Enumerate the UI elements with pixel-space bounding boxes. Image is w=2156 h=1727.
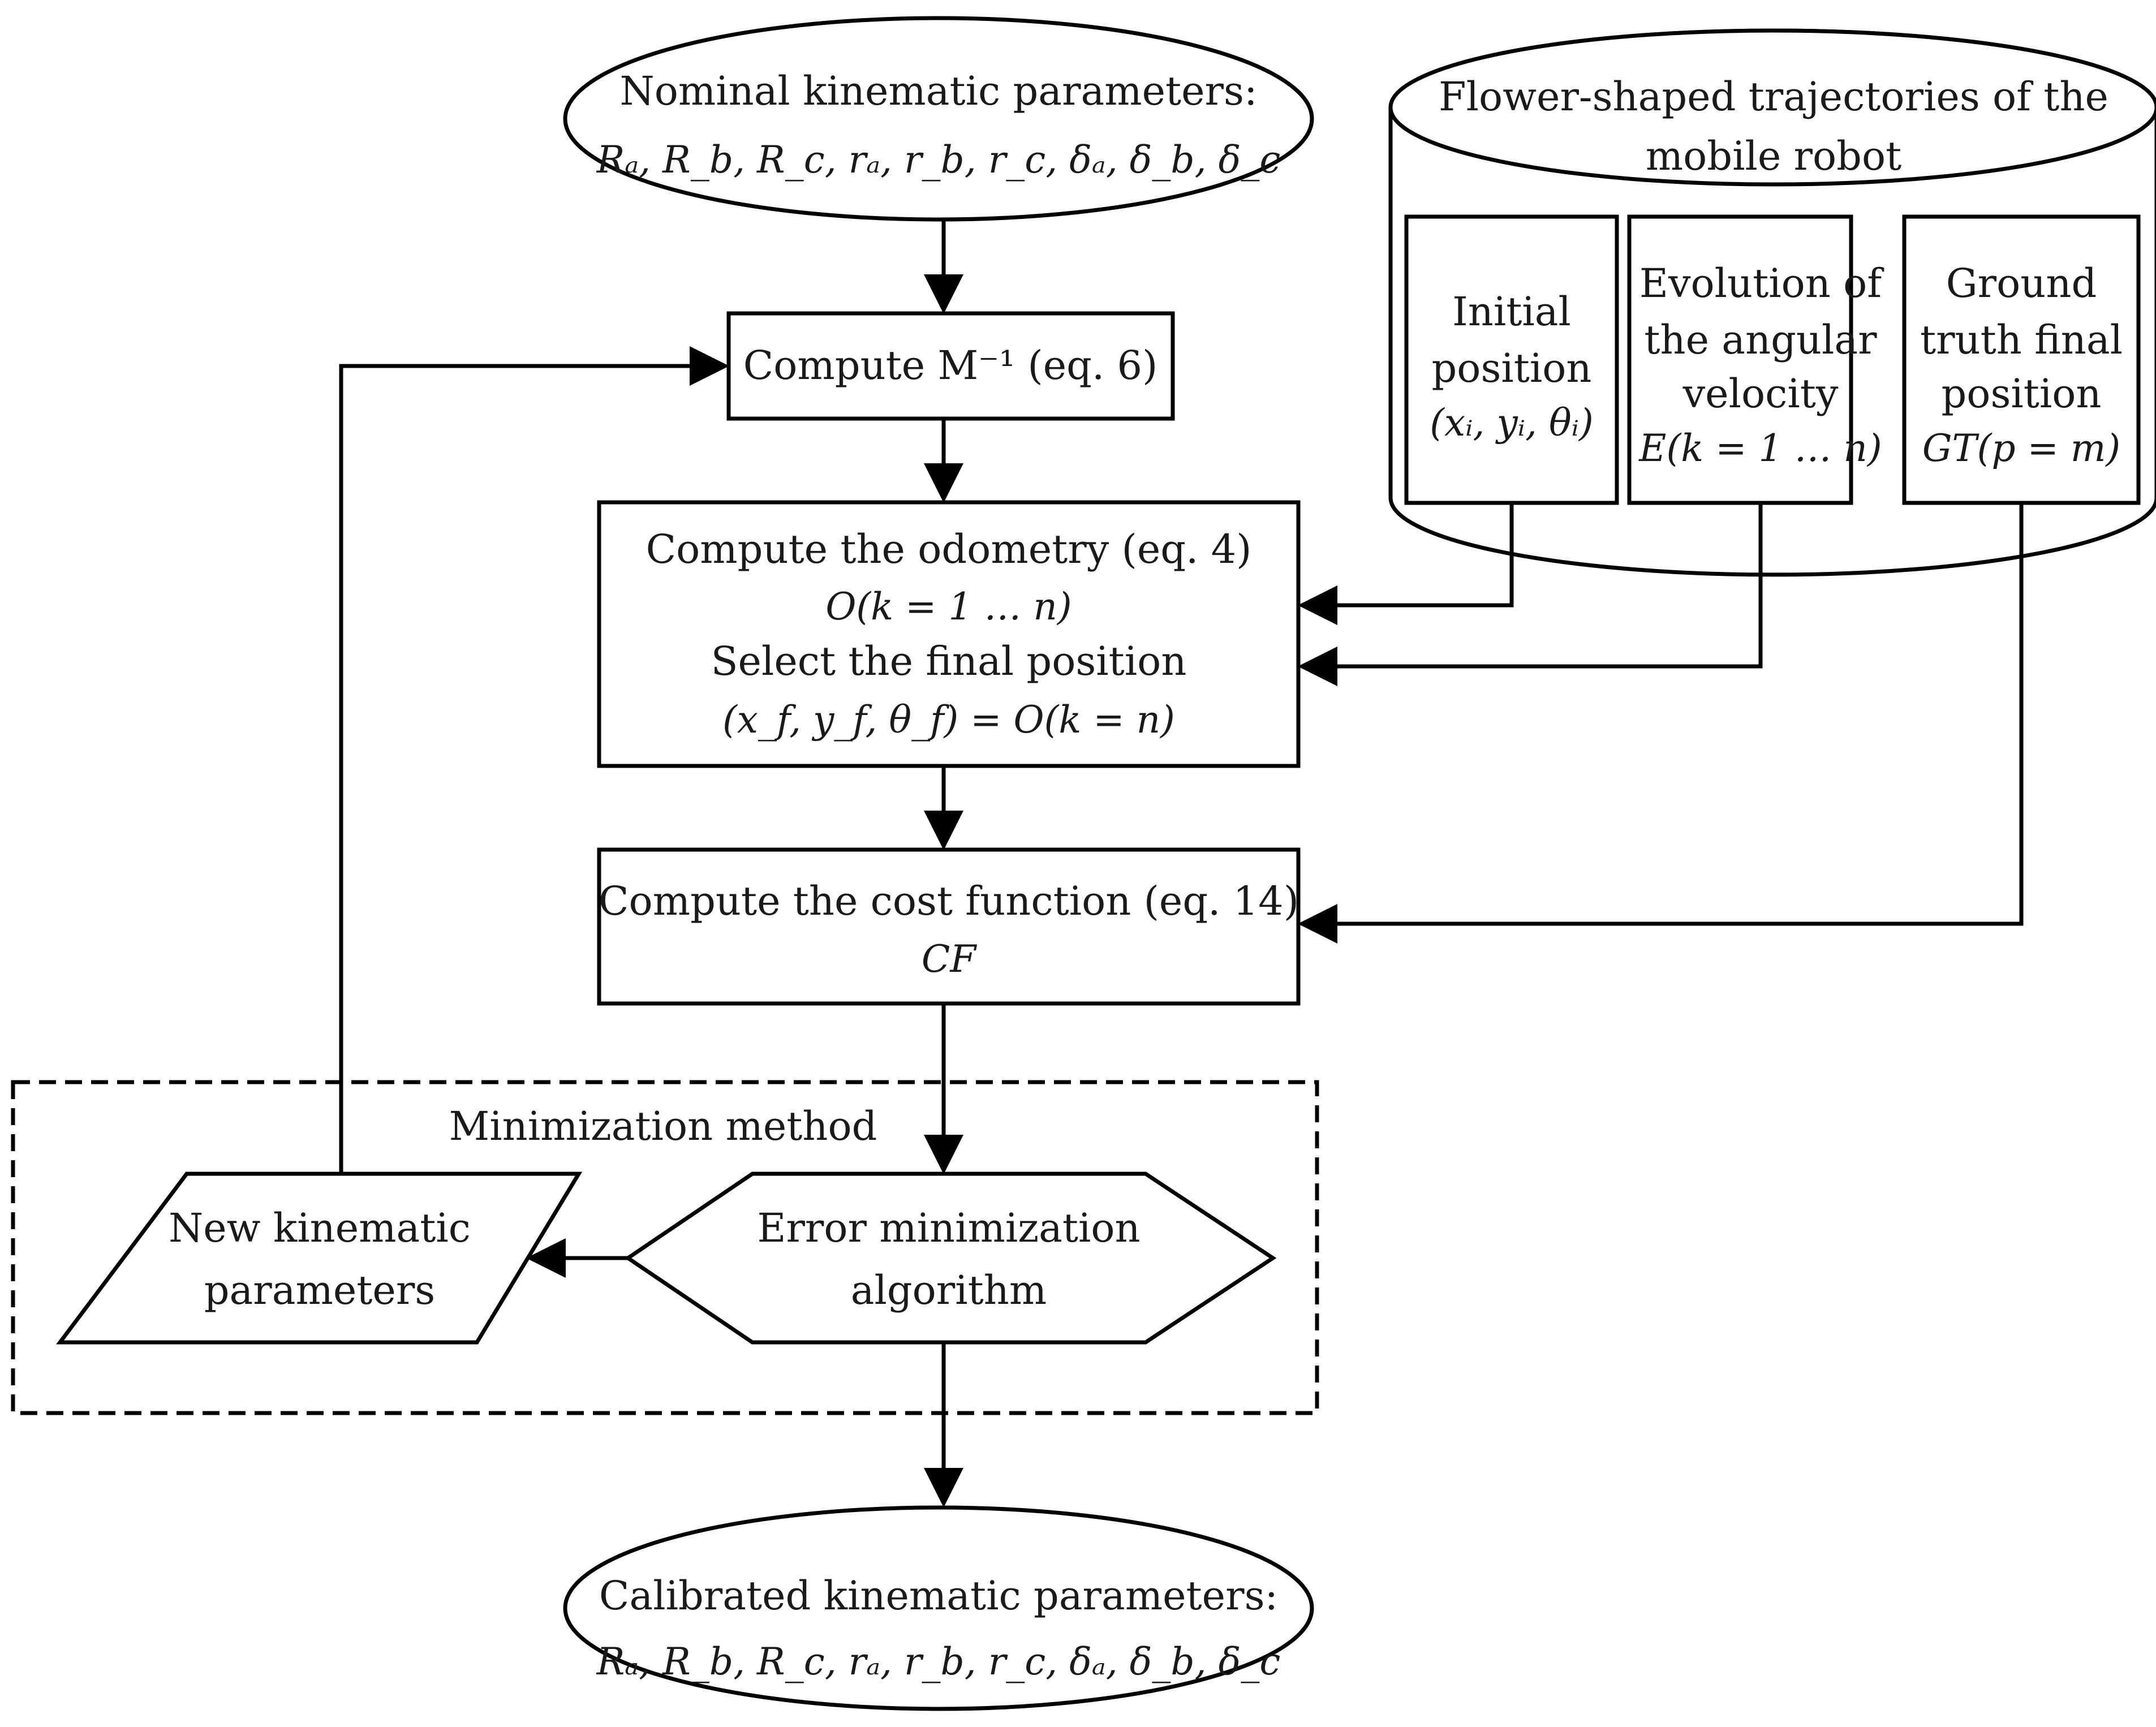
error-minimization-line1: Error minimization (757, 1205, 1140, 1251)
error-minimization-line2: algorithm (851, 1267, 1047, 1313)
angular-velocity-line3: velocity (1682, 371, 1839, 417)
initial-position-line3: (xᵢ, yᵢ, θᵢ) (1430, 401, 1594, 445)
compute-m-inverse-label: Compute M⁻¹ (eq. 6) (743, 342, 1158, 389)
compute-cost-function-node: Compute the cost function (eq. 14) CF (597, 847, 1301, 1006)
initial-position-line2: position (1431, 345, 1591, 391)
database-title-line1: Flower-shaped trajectories of the (1439, 74, 2108, 120)
angular-velocity-line1: Evolution of (1639, 260, 1884, 307)
odometry-line1: Compute the odometry (eq. 4) (646, 526, 1252, 572)
angular-velocity-line4: E(k = 1 … n) (1638, 427, 1882, 470)
calibrated-parameters-node: Calibrated kinematic parameters: Rₐ, R_b… (563, 1505, 1314, 1711)
ground-truth-box: Ground truth final position GT(p = m) (1902, 214, 2141, 505)
trajectory-database-node: Flower-shaped trajectories of the mobile… (1388, 28, 2156, 577)
angular-velocity-box: Evolution of the angular velocity E(k = … (1627, 214, 1884, 505)
arrow-new-parameters-to-compute-m (339, 346, 729, 1174)
cost-function-line1: Compute the cost function (eq. 14) (599, 878, 1299, 924)
arrow-initial-position-to-odometry (1298, 503, 1514, 625)
ground-truth-line3: position (1941, 371, 2101, 417)
arrow-ground-truth-to-cost (1298, 503, 2024, 944)
odometry-line3: Select the final position (711, 638, 1187, 684)
nominal-parameters-title: Nominal kinematic parameters: (619, 68, 1257, 114)
ground-truth-line4: GT(p = m) (1922, 427, 2120, 470)
minimization-method-group: Minimization method New kinematic parame… (11, 1080, 1319, 1415)
compute-odometry-node: Compute the odometry (eq. 4) O(k = 1 … n… (597, 500, 1301, 768)
cost-function-line2: CF (922, 937, 977, 981)
ground-truth-line1: Ground (1946, 260, 2097, 307)
new-parameters-line2: parameters (204, 1267, 435, 1313)
connectors (339, 221, 2024, 1508)
odometry-line2: O(k = 1 … n) (825, 585, 1071, 628)
calibrated-parameters-title: Calibrated kinematic parameters: (599, 1573, 1278, 1619)
ground-truth-line2: truth final (1920, 317, 2123, 363)
new-parameters-line1: New kinematic (169, 1205, 471, 1251)
angular-velocity-line2: the angular (1644, 317, 1877, 363)
arrow-angular-velocity-to-odometry (1298, 503, 1763, 686)
odometry-line4: (x_f, y_f, θ_f) = O(k = n) (722, 698, 1175, 742)
minimization-method-label: Minimization method (449, 1103, 877, 1149)
initial-position-line1: Initial (1452, 288, 1571, 335)
compute-m-inverse-node: Compute M⁻¹ (eq. 6) (726, 311, 1175, 421)
error-minimization-node: Error minimization algorithm (624, 1172, 1277, 1345)
new-parameters-node: New kinematic parameters (55, 1172, 583, 1345)
nominal-parameters-list: Rₐ, R_b, R_c, rₐ, r_b, r_c, δₐ, δ_b, δ_c (596, 138, 1281, 182)
database-title-line2: mobile robot (1646, 133, 1901, 179)
calibrated-parameters-list: Rₐ, R_b, R_c, rₐ, r_b, r_c, δₐ, δ_b, δ_c (596, 1640, 1281, 1683)
nominal-parameters-node: Nominal kinematic parameters: Rₐ, R_b, R… (563, 16, 1314, 222)
initial-position-box: Initial position (xᵢ, yᵢ, θᵢ) (1404, 214, 1619, 505)
